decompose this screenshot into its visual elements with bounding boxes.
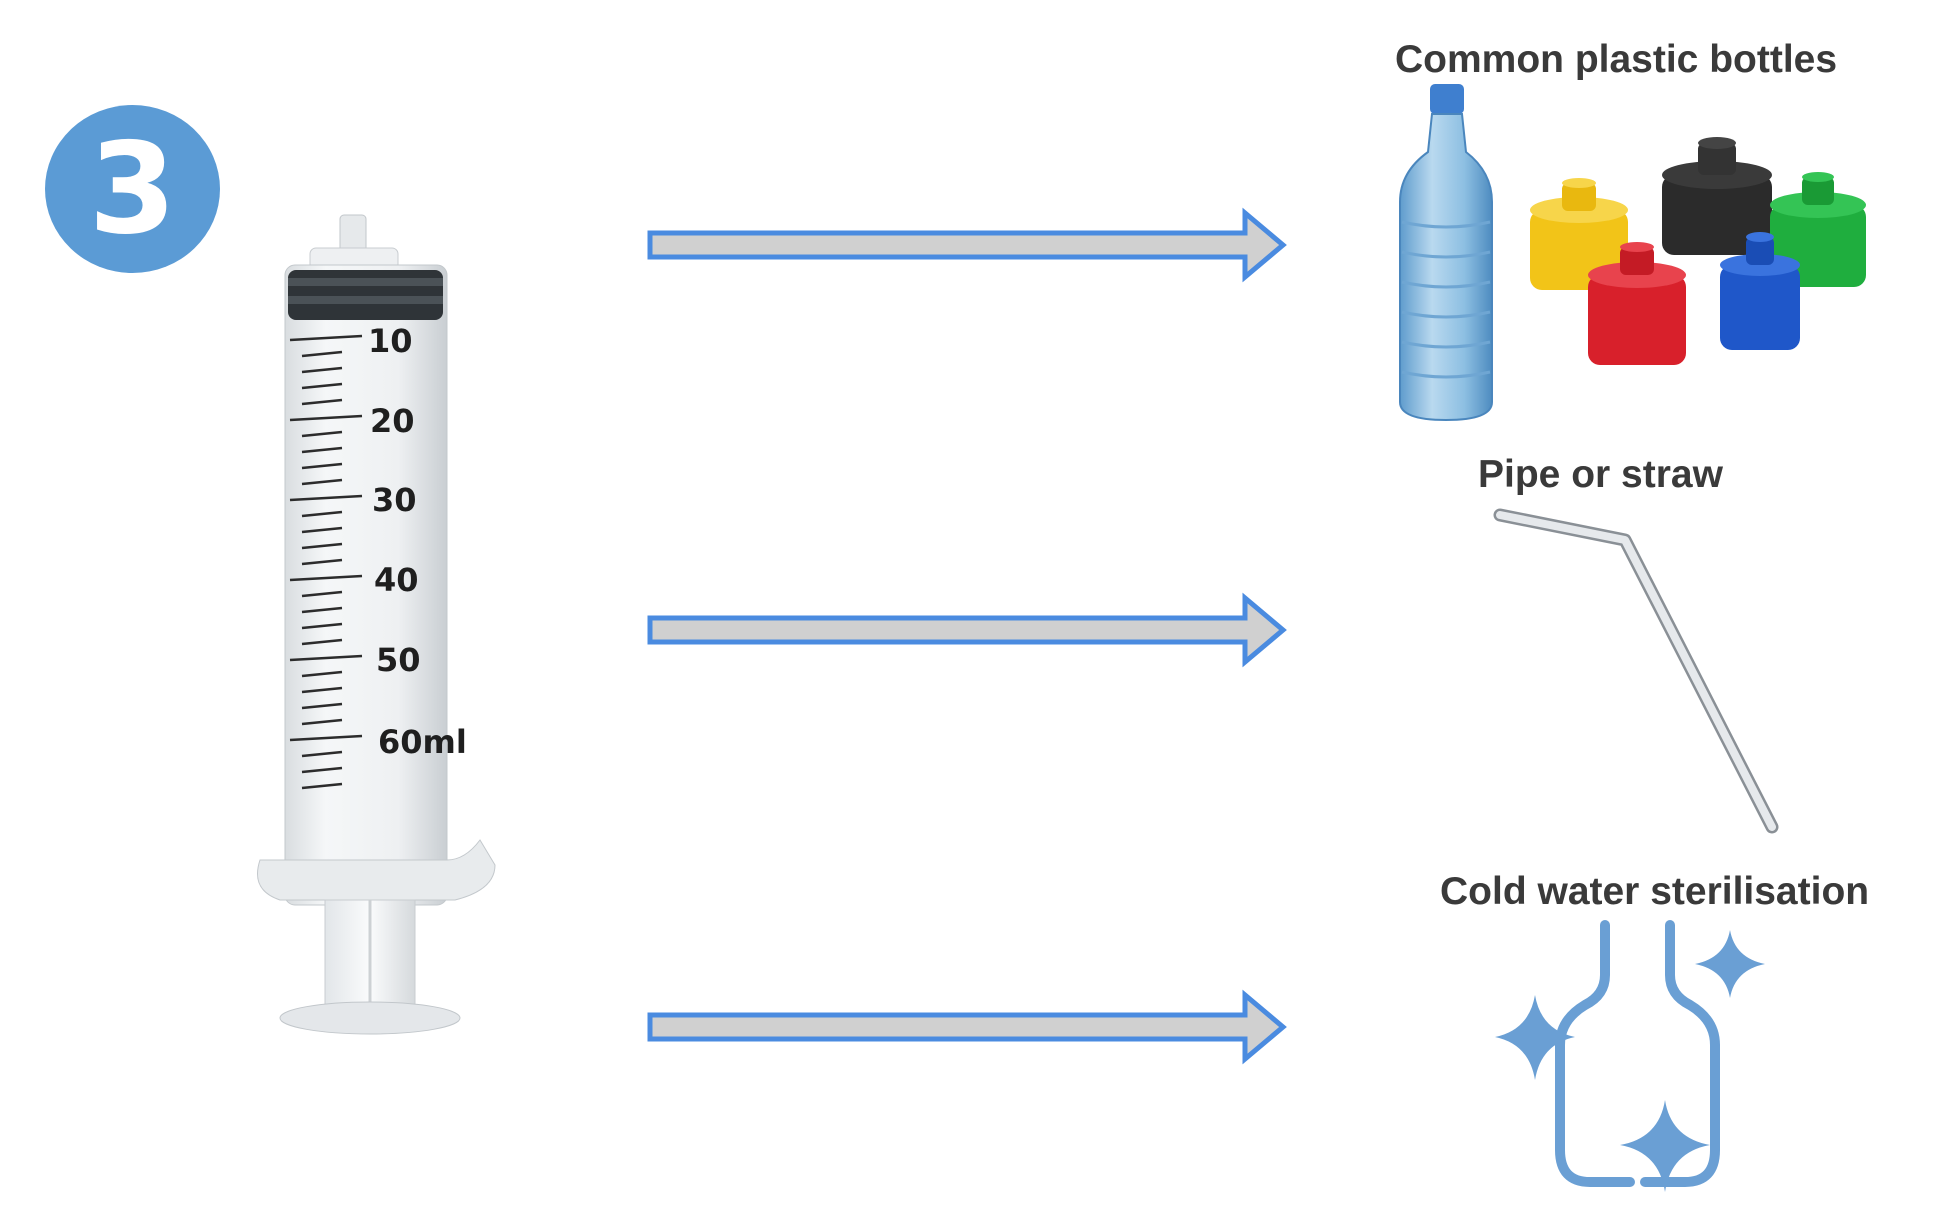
scale-major-tick (289, 334, 363, 342)
straw-icon (1493, 508, 1779, 834)
scale-major-tick (289, 414, 363, 422)
blue-cap-icon (1720, 232, 1800, 350)
scale-minor-tick (301, 350, 343, 358)
scale-minor-tick (301, 622, 343, 630)
scale-minor-tick (301, 750, 343, 758)
scale-minor-tick (301, 510, 343, 518)
caption-plastic-bottles: Common plastic bottles (1395, 38, 1838, 81)
sparkle-icon (1495, 995, 1575, 1080)
scale-minor-tick (301, 526, 343, 534)
bottle-caps-icon (1530, 137, 1866, 365)
black-cap-icon (1662, 137, 1772, 255)
sterilisation-icon (1495, 920, 1765, 1192)
caption-cold-water-sterilisation: Cold water sterilisation (1440, 870, 1870, 913)
scale-label-50: 50 (376, 641, 421, 679)
scale-minor-tick (301, 638, 343, 646)
scale-minor-tick (301, 366, 343, 374)
scale-minor-tick (301, 782, 343, 790)
scale-minor-tick (301, 590, 343, 598)
step-number-badge: 3 (45, 105, 220, 273)
red-cap-icon (1588, 242, 1686, 365)
scale-major-tick (289, 494, 363, 502)
scale-minor-tick (301, 398, 343, 406)
scale-minor-tick (301, 478, 343, 486)
syringe-icon: 10 20 30 40 50 60ml (257, 214, 496, 1035)
scale-label-30: 30 (372, 481, 417, 519)
scale-minor-tick (301, 446, 343, 454)
scale-label-20: 20 (370, 402, 415, 440)
scale-minor-tick (301, 606, 343, 614)
scale-minor-tick (301, 542, 343, 550)
arrow-to-bottles (647, 207, 1287, 283)
scale-minor-tick (301, 558, 343, 566)
arrow-to-straw (647, 592, 1287, 668)
sparkle-icon (1620, 1100, 1710, 1192)
scale-label-10: 10 (368, 322, 413, 360)
scale-major-tick (289, 574, 363, 582)
scale-minor-tick (301, 718, 343, 726)
scale-major-tick (289, 734, 363, 742)
scale-minor-tick (301, 702, 343, 710)
sparkle-icon (1695, 930, 1765, 998)
arrow-to-sterilisation (647, 989, 1287, 1065)
scale-minor-tick (301, 686, 343, 694)
plastic-bottle-icon (1399, 84, 1493, 422)
scale-major-tick (289, 654, 363, 662)
scale-label-40: 40 (374, 561, 419, 599)
scale-minor-tick (301, 430, 343, 438)
scale-minor-tick (301, 766, 343, 774)
caption-pipe-or-straw: Pipe or straw (1478, 453, 1723, 496)
scale-label-60ml: 60ml (378, 723, 467, 761)
scale-minor-tick (301, 382, 343, 390)
scale-minor-tick (301, 462, 343, 470)
scale-minor-tick (301, 670, 343, 678)
